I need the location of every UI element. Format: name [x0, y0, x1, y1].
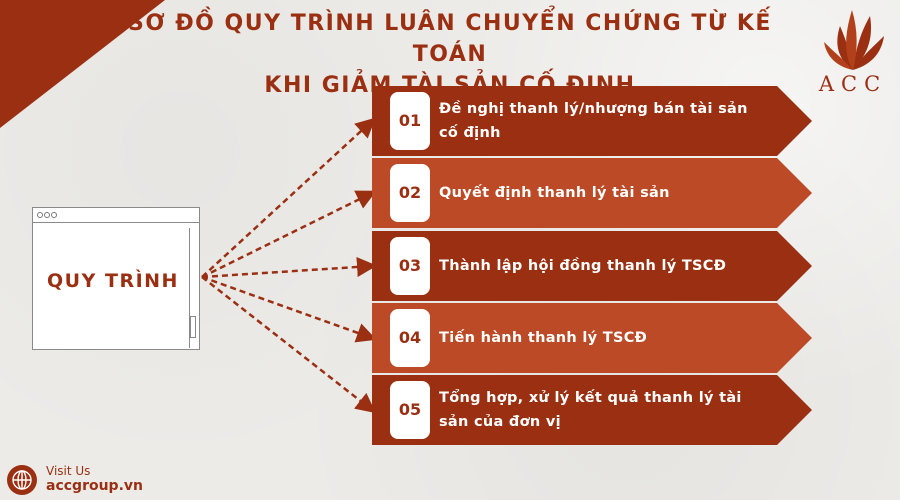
step-number-tab [390, 92, 430, 150]
window-dot-icon [44, 212, 50, 218]
step-02: 02 Quyết định thanh lý tài sản [372, 158, 812, 228]
footer-website[interactable]: Visit Us accgroup.vn [6, 462, 206, 498]
step-shape [372, 303, 812, 373]
step-text: Tổng hợp, xử lý kết quả thanh lý tài sản… [439, 390, 742, 430]
step-05: 05 Tổng hợp, xử lý kết quả thanh lý tài … [372, 375, 812, 445]
step-number: 02 [398, 183, 422, 202]
step-number: 04 [398, 328, 422, 347]
page-title: SƠ ĐỒ QUY TRÌNH LUÂN CHUYỂN CHỨNG TỪ KẾ … [120, 8, 780, 101]
acc-logo: ACC [818, 6, 888, 98]
step-shape [372, 158, 812, 228]
step-text: Quyết định thanh lý tài sản [439, 185, 670, 201]
corner-decoration [0, 0, 165, 128]
window-scrollbar [189, 228, 196, 348]
step-number: 05 [398, 400, 422, 419]
step-text: Đề nghị thanh lý/nhượng bán tài sản cố đ… [439, 101, 748, 141]
arrow-to-step-01 [201, 117, 376, 278]
arrow-to-step-02 [201, 190, 377, 279]
window-titlebar [33, 208, 199, 223]
step-number-tab [390, 237, 430, 295]
website-link[interactable]: accgroup.vn [46, 478, 143, 494]
visit-label: Visit Us [46, 464, 91, 478]
arrow-to-step-04 [201, 275, 377, 343]
step-number: 03 [398, 256, 422, 275]
arrow-to-step-05 [201, 276, 376, 414]
step-text: Thành lập hội đồng thanh lý TSCĐ [439, 258, 727, 274]
arrow-to-step-03 [201, 256, 377, 279]
step-number-tab [390, 381, 430, 439]
step-number-tab [390, 164, 430, 222]
window-dot-icon [37, 212, 43, 218]
step-03: 03 Thành lập hội đồng thanh lý TSCĐ [372, 231, 812, 301]
center-node-label: QUY TRÌNH [47, 270, 179, 292]
globe-icon [7, 465, 37, 495]
title-line-1: SƠ ĐỒ QUY TRÌNH LUÂN CHUYỂN CHỨNG TỪ KẾ … [128, 11, 772, 67]
step-text: Tiến hành thanh lý TSCĐ [439, 330, 648, 346]
flame-leaf-icon [824, 10, 884, 70]
step-shape [372, 231, 812, 301]
step-shape [372, 86, 812, 156]
step-number-tab [390, 309, 430, 367]
logo-text: ACC [818, 72, 888, 96]
window-scroll-thumb [190, 316, 196, 338]
process-window: QUY TRÌNH [32, 207, 200, 350]
step-04: 04 Tiến hành thanh lý TSCĐ [372, 303, 812, 373]
step-number: 01 [398, 111, 422, 130]
window-dot-icon [51, 212, 57, 218]
step-shape [372, 375, 812, 445]
step-01: 01 Đề nghị thanh lý/nhượng bán tài sản c… [372, 86, 812, 156]
